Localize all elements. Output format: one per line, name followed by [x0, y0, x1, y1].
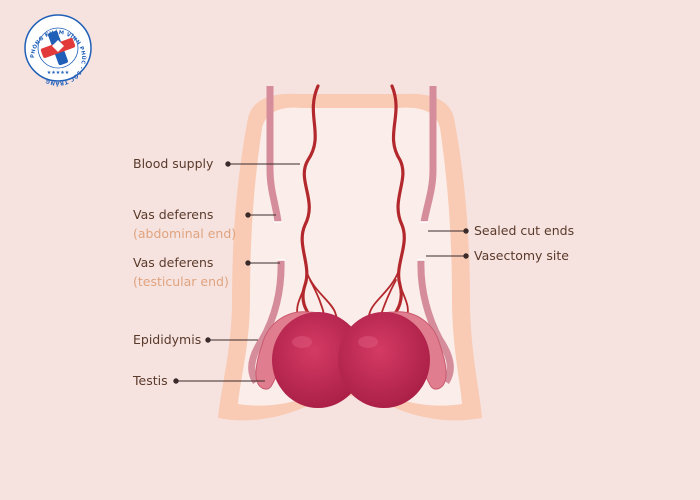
right-leaders [426, 228, 469, 259]
left-leaders [173, 161, 300, 384]
label-sealed-cut-ends: Sealed cut ends [474, 223, 574, 238]
right-testis-body [338, 312, 430, 408]
medical-cross-icon [40, 30, 76, 66]
label-vasectomy-site: Vasectomy site [474, 248, 569, 263]
right-testis [338, 311, 447, 408]
label-blood-supply: Blood supply [133, 156, 214, 171]
label-abdominal-end: (abdominal end) [133, 226, 236, 241]
label-testicular-end: (testicular end) [133, 274, 229, 289]
logo-stars: ★★★★★ [47, 70, 70, 76]
clinic-logo: PHÒNG KHÁM VĨNH PHÚC - SÓC TRĂNG ★★★★★ [24, 14, 92, 87]
left-testis-body [272, 312, 364, 408]
label-vas-deferens-abdominal: Vas deferens [133, 207, 213, 222]
label-testis: Testis [132, 373, 168, 388]
label-vas-deferens-testicular: Vas deferens [133, 255, 213, 270]
label-epididymis: Epididymis [133, 332, 201, 347]
left-testis [255, 311, 364, 408]
vas-deferens [248, 86, 454, 384]
